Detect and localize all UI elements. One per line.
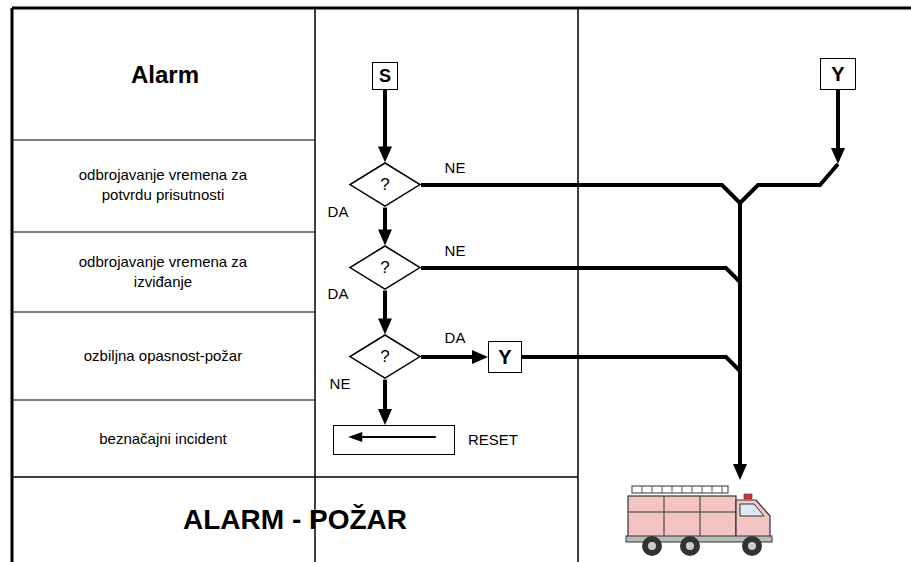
truck-panels (628, 496, 736, 538)
reset-label: RESET (468, 431, 518, 448)
grid-line (577, 8, 579, 562)
wheel-hub (748, 542, 756, 550)
reset-arrow-line (360, 436, 436, 438)
alarm-flow-lines (421, 90, 838, 474)
wheel-hub (648, 542, 656, 550)
start-symbol: S (372, 62, 398, 90)
symbol-text: ? (380, 347, 389, 367)
column-heading: Alarm (131, 59, 199, 90)
reset-arrow-head (348, 432, 362, 442)
row-label: odbrojavanje vremena za izviđanje (56, 252, 271, 291)
branch-label: DA (445, 328, 466, 348)
wheel-hub (686, 542, 694, 550)
truck-body (628, 496, 736, 538)
fire-truck (626, 486, 772, 556)
flow-line (836, 90, 840, 158)
reset-arrow (334, 426, 454, 454)
alarm-symbol: Y (820, 58, 856, 90)
symbol-text: ? (380, 175, 389, 195)
flow-connector (383, 291, 387, 329)
flow-line (421, 268, 740, 282)
flow-line (421, 185, 740, 203)
truck-ladder (632, 486, 728, 493)
truck-wheel (642, 536, 662, 556)
branch-label: NE (445, 241, 466, 261)
flow-connector (383, 208, 387, 240)
table-grid (12, 8, 911, 562)
grid-line (12, 400, 315, 401)
symbol-text: Y (831, 63, 844, 86)
flow-connector (383, 380, 387, 419)
decision-diamond: ? (349, 162, 421, 207)
symbol-text: ? (380, 258, 389, 278)
grid-line (12, 476, 578, 478)
branch-label: NE (330, 374, 351, 394)
flow-line (740, 164, 838, 203)
branch-label: DA (328, 202, 349, 222)
truck-wheel (680, 536, 700, 556)
branch-label: NE (445, 158, 466, 178)
alarm-symbol: Y (488, 341, 522, 373)
diamond-shape (350, 163, 420, 206)
decision-diamond: ? (349, 334, 421, 379)
truck-wheel (742, 536, 762, 556)
symbol-text: Y (498, 346, 511, 369)
diamond-shape (350, 335, 420, 378)
grid-line (314, 8, 316, 562)
flow-connector (421, 355, 482, 359)
truck-cab (736, 500, 770, 538)
branch-label: DA (328, 284, 349, 304)
grid-line (12, 232, 315, 233)
row-label: beznačajni incident (56, 429, 271, 449)
grid-line (12, 140, 315, 141)
flow-line (522, 357, 740, 371)
decision-diamond: ? (349, 245, 421, 290)
diamond-shape (350, 246, 420, 289)
truck-window (740, 504, 764, 516)
flow-line (738, 203, 742, 474)
row-label: ozbiljna opasnost-požar (56, 346, 271, 366)
flow-connector (383, 90, 387, 156)
grid-line (11, 8, 14, 562)
outcome-heading: ALARM - POŽAR (183, 502, 407, 538)
reset-box: RESET (333, 425, 455, 455)
symbol-text: S (379, 66, 391, 87)
row-label: odbrojavanje vremena za potvrdu prisutno… (56, 165, 271, 204)
grid-line (12, 7, 911, 10)
ladder-rungs (642, 486, 722, 493)
truck-light (744, 494, 752, 499)
grid-line (12, 312, 315, 313)
